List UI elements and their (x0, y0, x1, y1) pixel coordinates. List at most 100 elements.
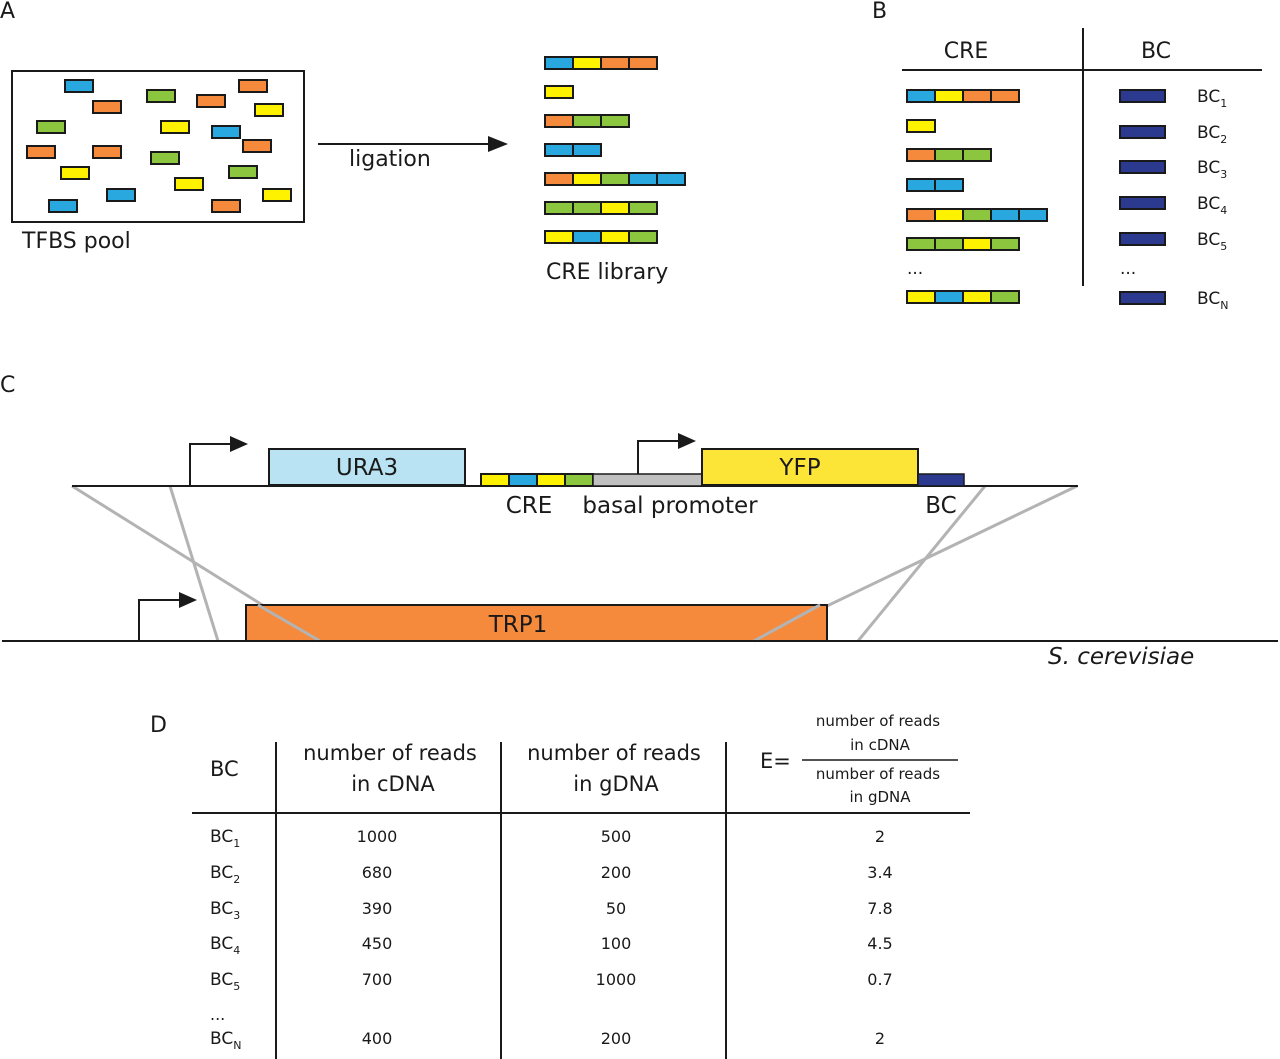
pair-cre-block (962, 89, 992, 103)
row-barcode-label: BC2 (210, 863, 240, 886)
pair-cre-block (934, 148, 964, 162)
tfbs-pool-box (11, 70, 305, 223)
tfbs-block (211, 199, 241, 213)
gdna-reads-cell: 1000 (596, 970, 637, 989)
cdna-reads-cell: 390 (362, 899, 393, 918)
cdna-reads-cell: 680 (362, 863, 393, 882)
row-barcode-label: BC4 (210, 934, 240, 957)
tfbs-block (26, 145, 56, 159)
e-numerator-line1: number of reads (816, 712, 940, 730)
cre-bc-pairs: BC1BC2BC3BC4BC5BCN...... (906, 87, 1228, 312)
bc-column-header: BC (1141, 39, 1171, 64)
panel-c-letter: C (0, 373, 15, 398)
library-cre-block (572, 143, 602, 157)
pair-cre-block (906, 237, 936, 251)
pair-cre-block (1018, 208, 1048, 222)
row-barcode-label: BC1 (210, 827, 240, 850)
basal-promoter-label: basal promoter (582, 493, 758, 519)
barcode-label: BC4 (1197, 194, 1227, 217)
ligation-arrow-head (488, 136, 508, 152)
tfbs-block (254, 103, 284, 117)
basal-promoter-block (592, 473, 704, 487)
cdna-header-line1: number of reads (303, 741, 477, 765)
library-cre-block (572, 230, 602, 244)
library-cre-block (600, 201, 630, 215)
tfbs-block (146, 89, 176, 103)
tfbs-block (150, 151, 180, 165)
library-cre-block (656, 172, 686, 186)
e-numerator-line2: in cDNA (850, 736, 910, 754)
tfbs-block (174, 177, 204, 191)
pair-cre-block (906, 290, 936, 304)
row-barcode-subscript: 5 (233, 980, 240, 993)
pair-cre-block (906, 208, 936, 222)
pair-cre-block (962, 237, 992, 251)
library-cre-block (544, 143, 574, 157)
cre-library-label: CRE library (546, 260, 668, 285)
panel-b-letter: B (872, 0, 887, 24)
cre-bc-pair: BC4 (906, 178, 1227, 217)
row-barcode-subscript: 1 (233, 837, 240, 850)
library-cre-block (600, 114, 630, 128)
cre-bc-pair: BC1 (906, 87, 1227, 110)
tfbs-block (228, 165, 258, 179)
pair-cre-block (962, 148, 992, 162)
library-cre-block (572, 56, 602, 70)
cre-bc-pair (906, 237, 1020, 251)
tfbs-block (60, 166, 90, 180)
cre-bc-pair: BCN (906, 289, 1228, 312)
crossover-line (753, 603, 821, 643)
tfbs-block (242, 139, 272, 153)
row-barcode-subscript: 3 (233, 909, 240, 922)
barcode-label: BC1 (1197, 87, 1227, 110)
pair-cre-block (990, 237, 1020, 251)
row-barcode-subscript: N (233, 1039, 241, 1052)
gdna-reads-cell: 500 (601, 827, 632, 846)
crossover-line (257, 603, 321, 643)
library-cre-block (572, 172, 602, 186)
bc-header: BC (210, 757, 239, 781)
tfbs-pool-label: TFBS pool (21, 229, 131, 254)
bc-ellipsis: ... (1120, 259, 1136, 279)
construct-cre-block (480, 473, 510, 487)
cdna-header-line2: in cDNA (351, 772, 435, 796)
construct-cre-block (536, 473, 566, 487)
panel-d-letter: D (150, 713, 167, 738)
e-denominator-line1: number of reads (816, 765, 940, 783)
cdna-reads-cell: 1000 (357, 827, 398, 846)
ura3-gene (268, 448, 466, 486)
bc-label: BC (925, 493, 956, 519)
construct-cre-block (564, 473, 594, 487)
pair-cre-block (906, 89, 936, 103)
cre-ellipsis: ... (907, 259, 923, 279)
cre-bc-pair: BC3 (906, 148, 1227, 181)
library-cre-block (572, 114, 602, 128)
pair-cre-block (990, 89, 1020, 103)
barcode-subscript: 5 (1220, 240, 1227, 253)
gdna-reads-cell: 200 (601, 1029, 632, 1048)
ura3-label: URA3 (336, 455, 398, 481)
pair-cre-block (906, 148, 936, 162)
promoter-arrow-icon (637, 440, 680, 474)
enrichment-cell: 4.5 (867, 934, 892, 953)
barcode-label: BC3 (1197, 158, 1227, 181)
tfbs-block (92, 145, 122, 159)
tfbs-block (160, 120, 190, 134)
pair-cre-block (934, 178, 964, 192)
table-ellipsis: ... (210, 1005, 225, 1024)
cre-library (544, 56, 686, 244)
row-barcode-subscript: 4 (233, 944, 240, 957)
enrichment-cell: 3.4 (867, 863, 892, 882)
pair-cre-block (934, 290, 964, 304)
tfbs-block (196, 94, 226, 108)
row-barcode-subscript: 2 (233, 873, 240, 886)
barcode-subscript: N (1220, 299, 1228, 312)
pair-cre-block (990, 290, 1020, 304)
tfbs-pool-blocks (26, 79, 292, 213)
library-cre-block (628, 230, 658, 244)
cdna-reads-cell: 700 (362, 970, 393, 989)
